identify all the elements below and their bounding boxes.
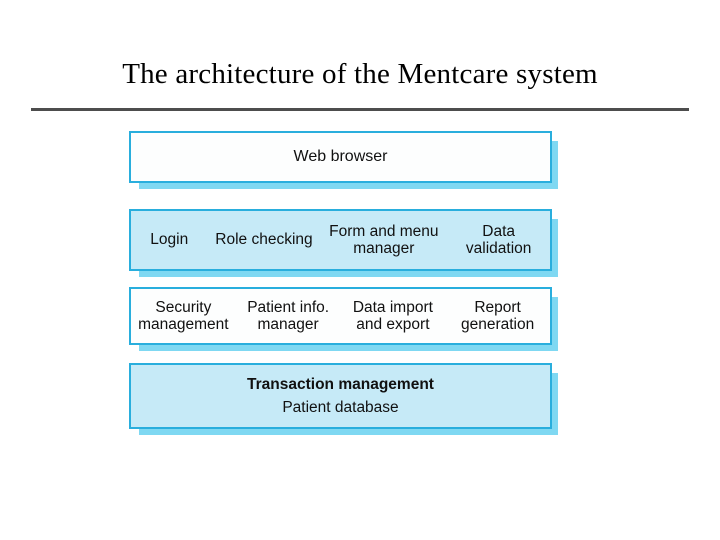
layer-cell-data-validation: Data validation xyxy=(447,211,550,269)
page-title: The architecture of the Mentcare system xyxy=(122,58,598,90)
layer-cell-label: Login xyxy=(150,231,189,249)
diagram-layer-data: Transaction management Patient database xyxy=(129,363,558,435)
layer-cell-label: Patient database xyxy=(282,399,399,416)
layer-cell-web-browser: Web browser xyxy=(131,133,550,181)
layer-cell-label: Role checking xyxy=(215,231,313,249)
diagram-layer-web-browser: Web browser xyxy=(129,131,558,189)
layer-cell-label: Transaction management xyxy=(247,375,434,393)
layer-cell-role-checking: Role checking xyxy=(208,211,321,269)
layer-cell-form-and-menu-manager: Form and menu manager xyxy=(320,211,447,269)
layer-cell-label-line2: manager xyxy=(353,240,415,257)
layer-cell-label-line2: management xyxy=(138,316,229,333)
layer-cell-label-line2: manager xyxy=(257,316,319,333)
layer-cell-transaction-management: Transaction management xyxy=(247,373,434,396)
layer-cell-data-import-and-export: Data import and export xyxy=(341,289,446,343)
layer-cell-patient-info-manager: Patient info. manager xyxy=(236,289,341,343)
layer-cell-label-line1: Data xyxy=(482,222,516,240)
architecture-diagram: Web browser Login Role checking Form and… xyxy=(129,131,561,437)
layer-cell-label-line2: validation xyxy=(465,240,532,257)
title-divider xyxy=(31,108,689,111)
layer-cell-label-line1: Security xyxy=(155,298,212,316)
layer-cell-label-line2: and export xyxy=(356,316,430,333)
layer-cell-label: Web browser xyxy=(293,148,388,166)
layer-cell-label-line1: Patient info. xyxy=(247,298,330,316)
layer-cell-label-line1: Report xyxy=(474,298,521,316)
layer-cell-label-line2: generation xyxy=(460,316,535,333)
layer-cell-label-line1: Data import xyxy=(352,298,433,316)
layer-cell-label-line1: Form and menu xyxy=(329,222,439,240)
layer-cell-report-generation: Report generation xyxy=(445,289,550,343)
layer-cell-security-management: Security management xyxy=(131,289,236,343)
diagram-layer-application-services: Security management Patient info. manage… xyxy=(129,287,558,351)
layer-cell-login: Login xyxy=(131,211,208,269)
diagram-layer-ui-services: Login Role checking Form and menu manage… xyxy=(129,209,558,277)
layer-cell-patient-database: Patient database xyxy=(282,396,398,419)
